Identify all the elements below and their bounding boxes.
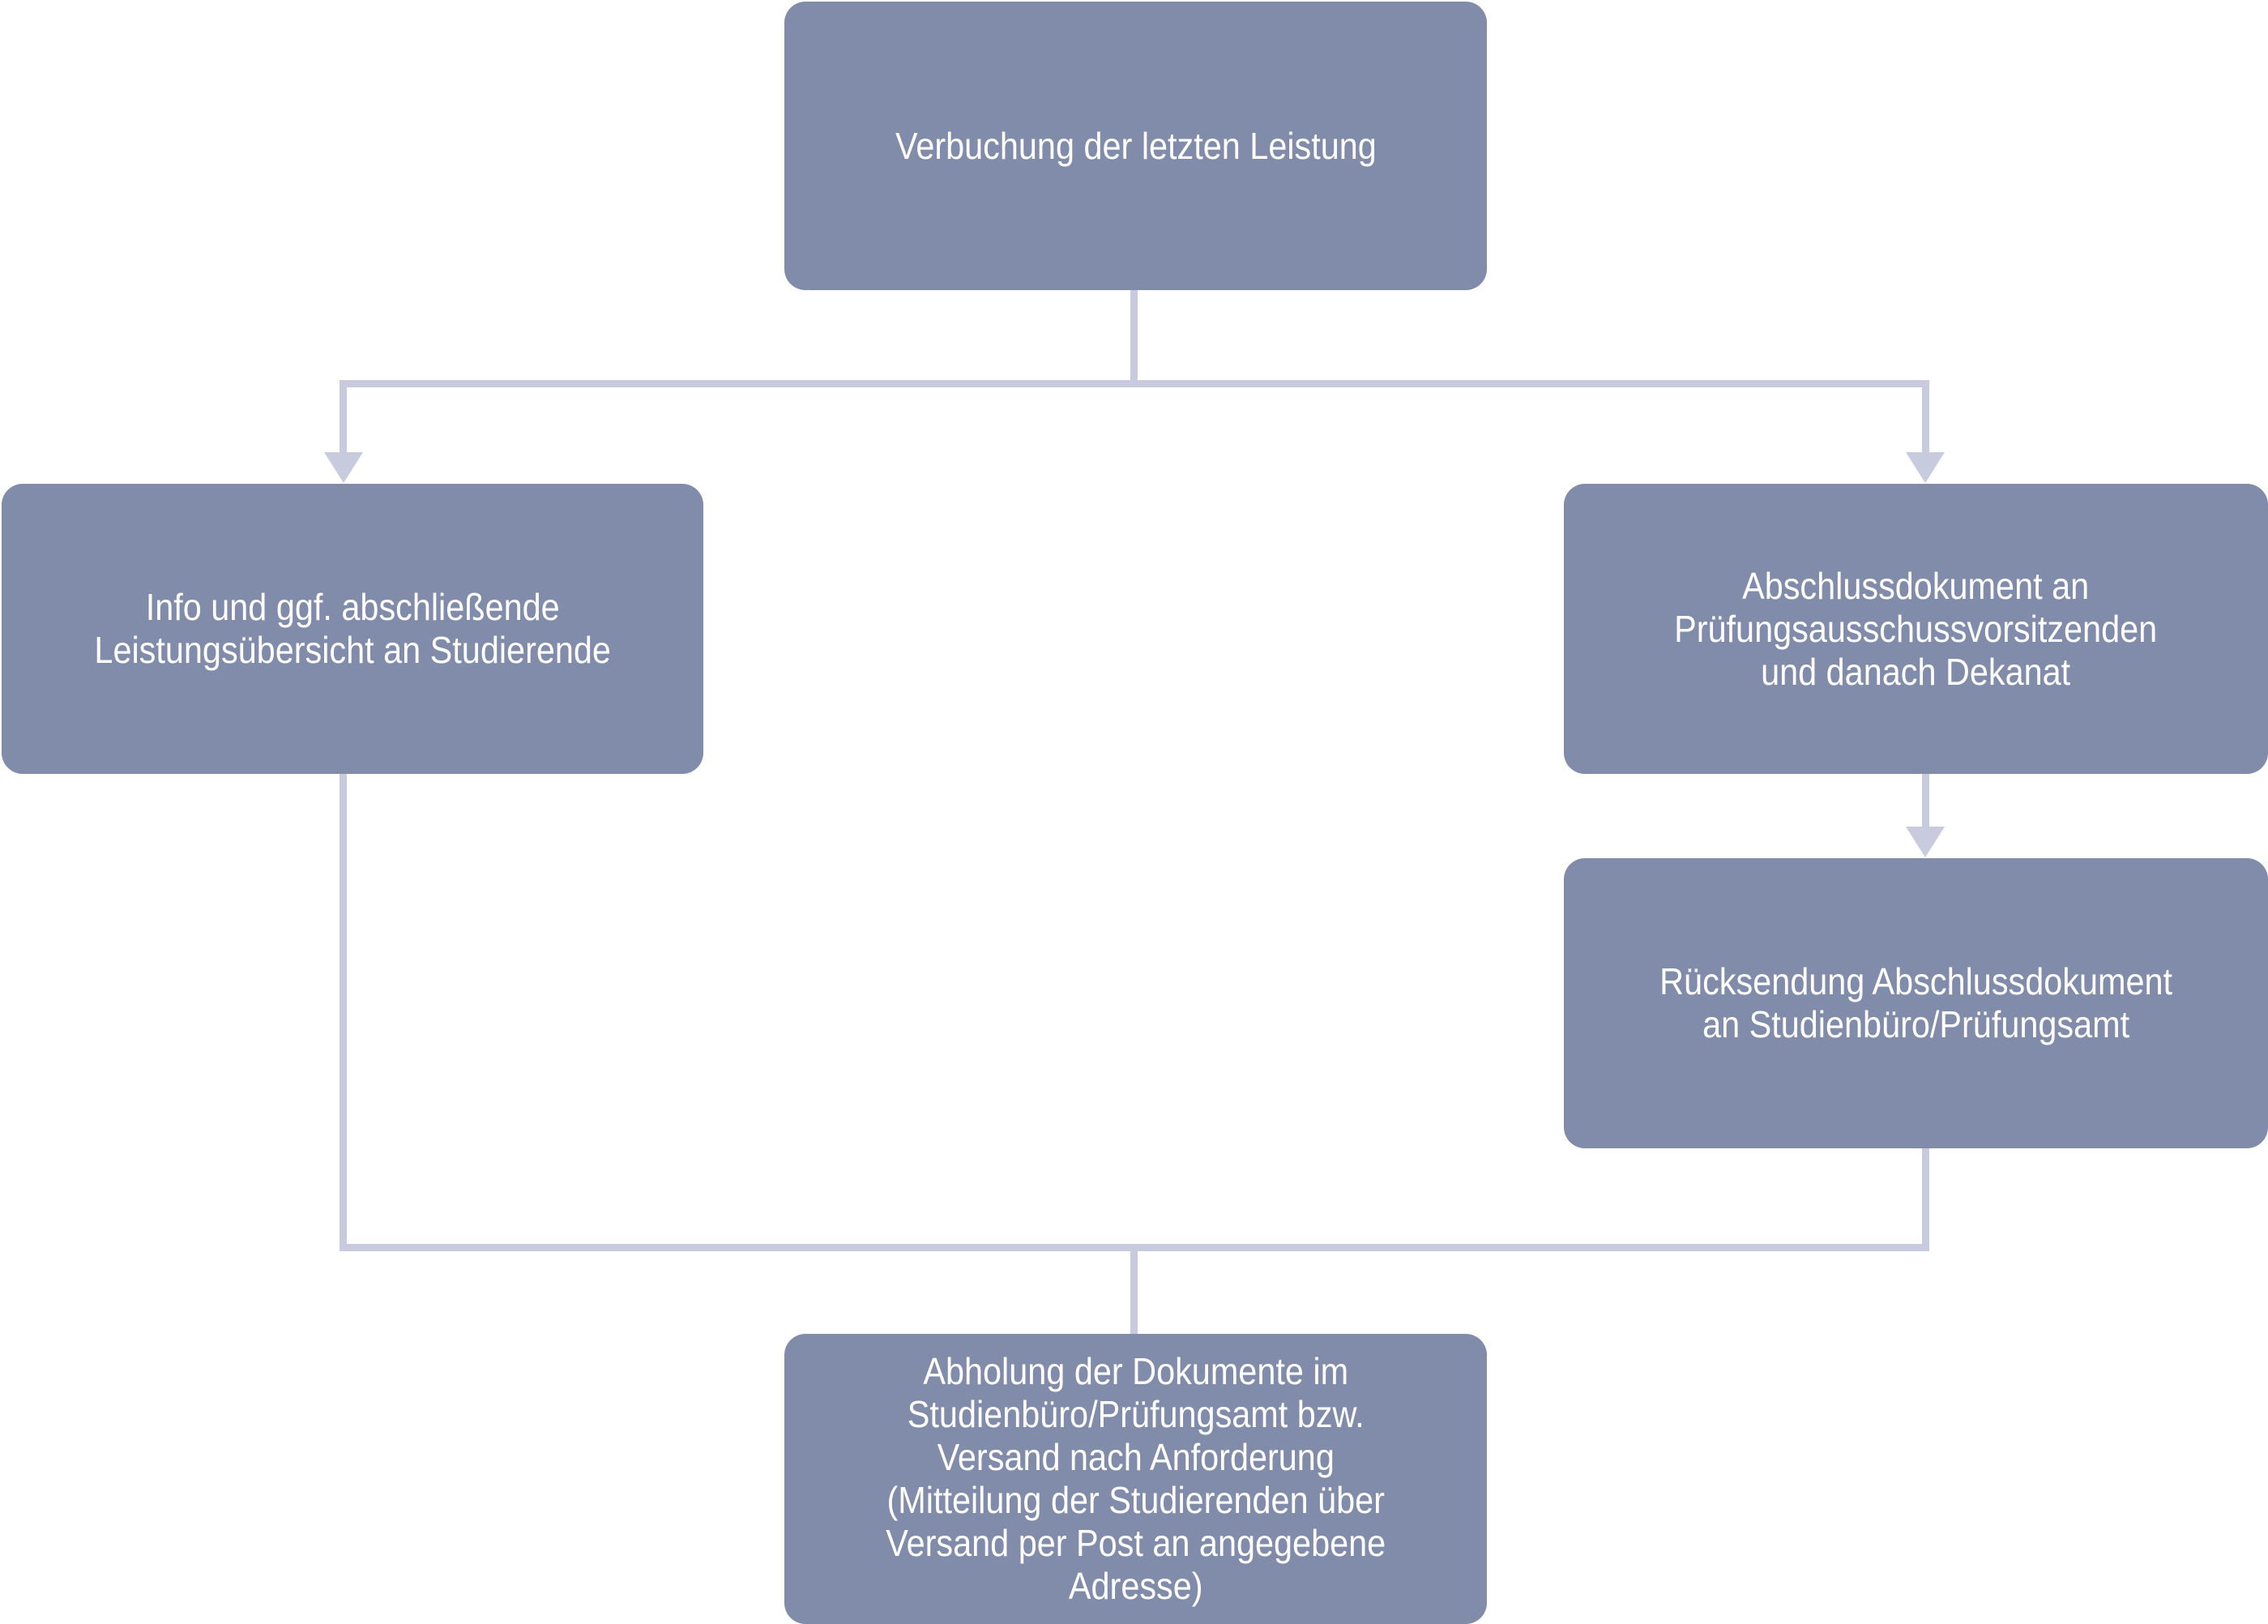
connector-top-horizontal (340, 380, 1929, 387)
connector-top-stem (1130, 290, 1138, 383)
connector-bottom-stem (1130, 1244, 1138, 1334)
node-label: Verbuchung der letzten Leistung (895, 125, 1377, 167)
node-label: Abschlussdokument an Prüfungsausschussvo… (1674, 564, 2158, 693)
node-label: Rücksendung Abschlussdokument an Studien… (1659, 960, 2172, 1045)
arrowhead-to-right1 (1906, 452, 1945, 483)
node-abholung: Abholung der Dokumente im Studienbüro/Pr… (784, 1334, 1487, 1624)
connector-left-down (340, 774, 347, 1251)
node-info-studierende: Info und ggf. abschließende Leistungsübe… (2, 484, 703, 774)
connector-right1-right2 (1922, 774, 1929, 829)
node-abschlussdokument: Abschlussdokument an Prüfungsausschussvo… (1564, 484, 2268, 774)
node-label: Abholung der Dokumente im Studienbüro/Pr… (886, 1350, 1386, 1607)
connector-to-left (340, 380, 347, 455)
connector-right2-down (1922, 1148, 1929, 1251)
arrowhead-to-right2 (1906, 827, 1945, 857)
node-ruecksendung: Rücksendung Abschlussdokument an Studien… (1564, 858, 2268, 1148)
arrowhead-to-left (324, 452, 363, 483)
node-label: Info und ggf. abschließende Leistungsübe… (94, 586, 611, 671)
node-verbuchung: Verbuchung der letzten Leistung (784, 2, 1487, 290)
connector-to-right1 (1922, 380, 1929, 455)
